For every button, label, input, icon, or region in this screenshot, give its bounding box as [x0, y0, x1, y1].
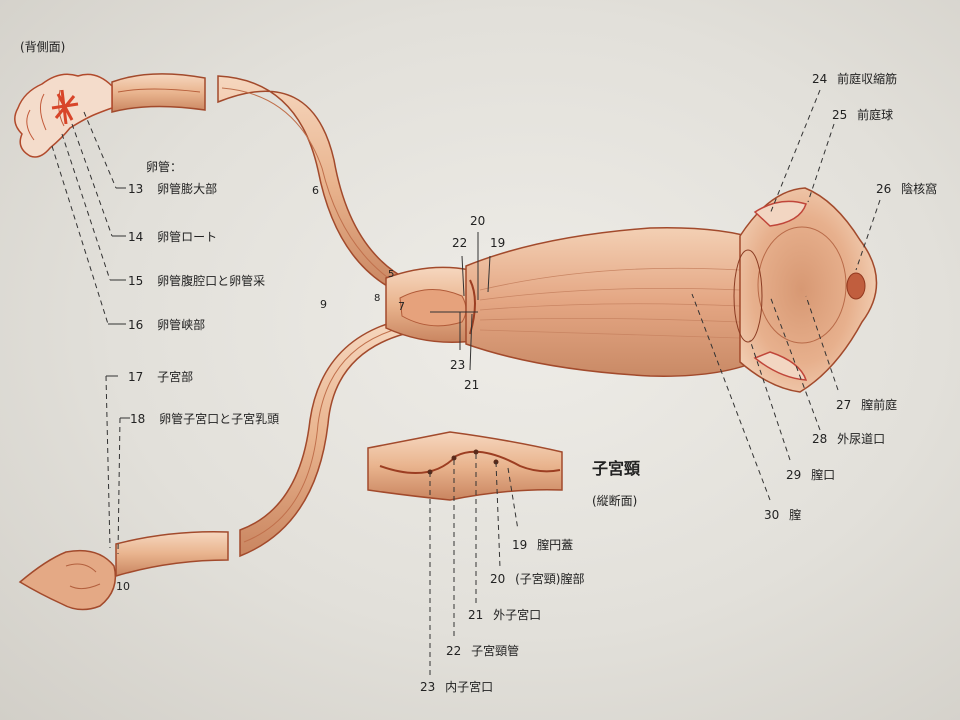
label-text: 子宮頸管 — [471, 644, 520, 658]
label-text: 外尿道口 — [837, 432, 886, 446]
label-text: 前庭球 — [857, 108, 894, 122]
label-number: 29 — [786, 468, 802, 482]
ovary-red-mark — [51, 89, 79, 125]
label-number: 20 — [490, 572, 506, 586]
leader-lines-solid — [106, 187, 491, 419]
number-22-top: 22 — [452, 236, 468, 250]
number-19-top: 19 — [490, 236, 506, 250]
label-text: 陰核窩 — [901, 182, 938, 196]
number-10: 10 — [116, 580, 130, 593]
label-text: 前庭収縮筋 — [837, 72, 898, 86]
label-text: 膣前庭 — [861, 398, 898, 412]
label-17: 17 子宮部 — [128, 370, 193, 384]
label-number: 18 — [130, 412, 146, 426]
label-number: 15 — [128, 274, 144, 288]
label-text: 膣円蓋 — [537, 538, 574, 552]
label-27: 27 膣前庭 — [836, 398, 897, 412]
label-number: 16 — [128, 318, 144, 332]
view-label: (背側面) — [20, 40, 66, 54]
upper-fimbria — [14, 73, 113, 158]
label-number: 24 — [812, 72, 828, 86]
label-number: 25 — [832, 108, 848, 122]
label-15: 15 卵管腹腔口と卵管采 — [128, 274, 265, 288]
label-number: 14 — [128, 230, 144, 244]
upper-oviduct-ampulla — [111, 73, 206, 113]
label-number: 28 — [812, 432, 828, 446]
label-text: 内子宮口 — [445, 680, 494, 694]
cervix-title: 子宮頸 — [592, 459, 641, 478]
label-29: 29 膣口 — [786, 468, 835, 482]
label-text: (子宮頸)膣部 — [515, 572, 585, 586]
label-22: 22 子宮頸管 — [446, 644, 519, 658]
label-number: 17 — [128, 370, 144, 384]
label-text: 卵管子宮口と子宮乳頭 — [159, 412, 280, 426]
label-13: 13 卵管膨大部 — [128, 182, 217, 196]
label-number: 19 — [512, 538, 528, 552]
label-number: 30 — [764, 508, 780, 522]
number-8: 8 — [374, 293, 381, 304]
label-16: 16 卵管峡部 — [128, 318, 205, 332]
label-24: 24 前庭収縮筋 — [812, 72, 897, 86]
label-number: 22 — [446, 644, 462, 658]
number-20-top: 20 — [470, 214, 486, 228]
label-text: 卵管膨大部 — [157, 182, 218, 196]
label-text: 外子宮口 — [493, 608, 542, 622]
lower-ovary — [18, 549, 117, 611]
label-text: 子宮部 — [157, 370, 194, 384]
label-28: 28 外尿道口 — [812, 432, 885, 446]
label-number: 27 — [836, 398, 852, 412]
label-21: 21 外子宮口 — [468, 608, 541, 622]
number-21-bottom: 21 — [464, 378, 480, 392]
label-19: 19 膣円蓋 — [512, 538, 573, 552]
label-23: 23 内子宮口 — [420, 680, 493, 694]
label-text: 卵管腹腔口と卵管采 — [157, 274, 266, 288]
label-text: 膣 — [789, 508, 802, 522]
label-number: 21 — [468, 608, 484, 622]
label-14: 14 卵管ロート — [128, 230, 217, 244]
number-9: 9 — [320, 298, 327, 311]
label-30: 30 膣 — [764, 508, 801, 522]
number-23-bottom: 23 — [450, 358, 466, 372]
number-5: 5 — [388, 269, 395, 280]
label-text: 膣口 — [811, 468, 836, 482]
number-7: 7 — [398, 300, 405, 313]
label-number: 23 — [420, 680, 436, 694]
lower-oviduct-stub — [115, 531, 229, 578]
lower-uterine-horn — [239, 319, 405, 558]
leader-lines — [51, 89, 881, 678]
label-text: 卵管峡部 — [157, 318, 206, 332]
uterus-body — [385, 266, 481, 344]
label-number: 13 — [128, 182, 144, 196]
label-26: 26 陰核窩 — [876, 182, 937, 196]
cervix-subtitle: (縦断面) — [592, 494, 638, 508]
cervix-section-inset — [367, 431, 563, 501]
oviduct-heading: 卵管： — [146, 160, 183, 174]
label-number: 26 — [876, 182, 892, 196]
vestibule-vulva — [733, 187, 878, 393]
label-text: 卵管ロート — [157, 230, 218, 244]
vagina — [465, 227, 761, 377]
label-18: 18 卵管子宮口と子宮乳頭 — [130, 412, 279, 426]
label-20: 20 (子宮頸)膣部 — [490, 572, 584, 586]
number-6: 6 — [312, 184, 319, 197]
label-25: 25 前庭球 — [832, 108, 893, 122]
